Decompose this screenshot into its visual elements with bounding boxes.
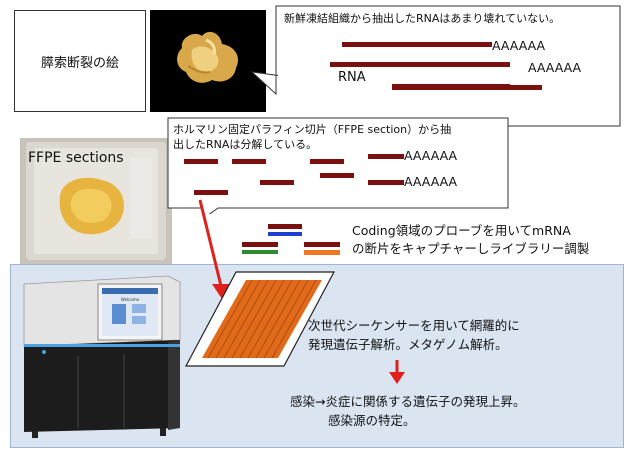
poly-a-tail-2: AAAAAA (528, 60, 582, 75)
probe-green (242, 250, 278, 254)
ffpe-callout-line-2: 出したRNAは分解している。 (173, 138, 318, 151)
capture-probes (242, 224, 340, 255)
fresh-rna-callout-text: 新鮮凍結組織から抽出したRNAはあまり壊れていない。 (284, 12, 561, 25)
screen-tile (132, 316, 146, 324)
rna-label: RNA (338, 70, 366, 85)
probe-blue (268, 232, 302, 236)
ffpe-rna-callout-shape (167, 117, 509, 214)
tissue-drawing-label: 膵索断裂の絵 (40, 55, 119, 71)
rna-fragment (184, 159, 218, 164)
probe-rna-fragment (268, 224, 302, 229)
probe-line-2: の断片をキャプチャーしライブラリー調製 (352, 241, 590, 256)
result-line-1: 感染→炎症に関係する遺伝子の発現上昇。 (290, 394, 526, 409)
rna-strand-1 (342, 42, 492, 47)
rna-fragment (194, 190, 228, 195)
tissue-drawing-label-box: 膵索断裂の絵 (14, 10, 146, 112)
ffpe-sections-label: FFPE sections (28, 150, 124, 166)
ngs-description: 次世代シーケンサーを用いて網羅的に 発現遺伝子解析。メタゲノム解析。 (308, 316, 520, 354)
rna-fragment (310, 159, 344, 164)
rna-strand-2 (330, 62, 510, 67)
probe-rna-fragment (304, 242, 340, 247)
screen-tile (132, 304, 146, 313)
sequencer-instrument: Welcome (23, 275, 181, 438)
probe-rna-fragment (242, 242, 278, 247)
ngs-line-1: 次世代シーケンサーを用いて網羅的に (308, 318, 520, 333)
intact-rna-strand-lower (392, 85, 542, 90)
flow-cell (185, 271, 335, 367)
poly-a-tail-1: AAAAAA (492, 38, 546, 53)
rna-fragment (320, 173, 354, 178)
rna-fragment (260, 180, 294, 185)
probe-description: Coding領域のプローブを用いてmRNA の断片をキャプチャーしライブラリー調… (352, 222, 589, 258)
result-description: 感染→炎症に関係する遺伝子の発現上昇。 感染源の特定。 (290, 392, 525, 430)
screen-tile (112, 304, 126, 324)
rna-fragment (232, 159, 266, 164)
probe-line-1: Coding領域のプローブを用いてmRNA (352, 223, 571, 238)
screen-welcome: Welcome (121, 297, 140, 302)
fresh-tissue-photo (150, 10, 266, 112)
ngs-line-2: 発現遺伝子解析。メタゲノム解析。 (308, 337, 508, 352)
result-arrow (389, 360, 405, 384)
ffpe-rna-callout-text: ホルマリン固定パラフィン切片（FFPE section）から抽 出したRNAは分… (173, 122, 509, 152)
ffpe-block-photo (20, 138, 172, 264)
rna-fragment (368, 154, 404, 159)
ffpe-callout-line-1: ホルマリン固定パラフィン切片（FFPE section）から抽 (173, 123, 452, 136)
fragmented-rna (184, 154, 404, 195)
ffpe-poly-a-2: AAAAAA (404, 174, 458, 189)
ffpe-poly-a-1: AAAAAA (404, 148, 458, 163)
rna-fragment (368, 180, 404, 185)
result-line-2: 感染源の特定。 (328, 413, 416, 428)
probe-orange (304, 250, 340, 255)
